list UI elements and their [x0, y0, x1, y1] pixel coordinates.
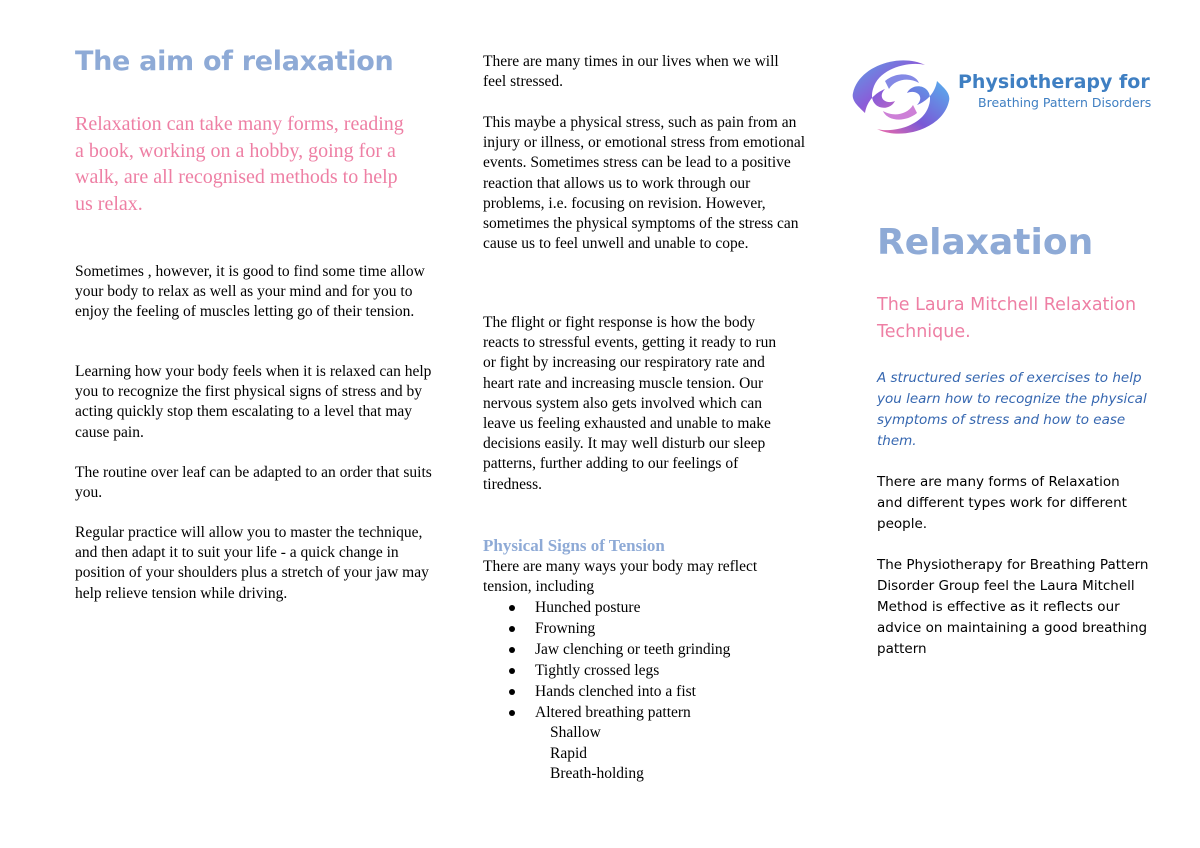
bullet-icon	[509, 689, 515, 695]
paragraph-1: There are many times in our lives when w…	[483, 53, 779, 91]
breathing-sublist: Shallow Rapid Breath-holding	[550, 723, 644, 785]
logo-subtitle: Breathing Pattern Disorders	[978, 95, 1152, 110]
signs-intro: There are many ways your body may reflec…	[483, 558, 758, 596]
list-item: Altered breathing pattern	[483, 702, 730, 723]
bullet-icon	[509, 710, 515, 716]
signs-list: Hunched posture Frowning Jaw clenching o…	[483, 597, 730, 723]
aim-heading: The aim of relaxation	[75, 46, 394, 77]
paragraph-4: Regular practice will allow you to maste…	[75, 524, 429, 602]
paragraph-2: This maybe a physical stress, such as pa…	[483, 114, 806, 253]
relaxation-heading: Relaxation	[877, 222, 1094, 263]
swirl-logo-icon	[852, 60, 950, 134]
technique-description: A structured series of exercises to help…	[877, 370, 1147, 449]
list-item: Jaw clenching or teeth grinding	[483, 639, 730, 660]
paragraph-3: The routine over leaf can be adapted to …	[75, 464, 432, 502]
sub-list-item: Shallow	[550, 724, 601, 741]
bullet-icon	[509, 605, 515, 611]
sub-list-item: Rapid	[550, 744, 588, 762]
bullet-icon	[509, 668, 515, 674]
paragraph-2: The Physiotherapy for Breathing Pattern …	[877, 557, 1149, 657]
intro-text: Relaxation can take many forms, reading …	[75, 113, 404, 215]
logo-title: Physiotherapy for	[958, 71, 1150, 93]
logo: Physiotherapy for Breathing Pattern Diso…	[845, 53, 1175, 143]
signs-heading: Physical Signs of Tension	[483, 536, 665, 555]
bullet-icon	[509, 647, 515, 653]
sub-list-item: Breath-holding	[550, 765, 644, 782]
paragraph-1: Sometimes , however, it is good to find …	[75, 263, 425, 321]
paragraph-3: The flight or fight response is how the …	[483, 314, 777, 493]
list-item: Hunched posture	[483, 597, 730, 618]
list-item: Hands clenched into a fist	[483, 681, 730, 702]
technique-subtitle: The Laura Mitchell Relaxation Technique.	[877, 295, 1137, 342]
list-item: Tightly crossed legs	[483, 660, 730, 681]
paragraph-2: Learning how your body feels when it is …	[75, 363, 432, 441]
bullet-icon	[509, 626, 515, 632]
paragraph-1: There are many forms of Relaxation and d…	[877, 474, 1127, 532]
list-item: Frowning	[483, 618, 730, 639]
